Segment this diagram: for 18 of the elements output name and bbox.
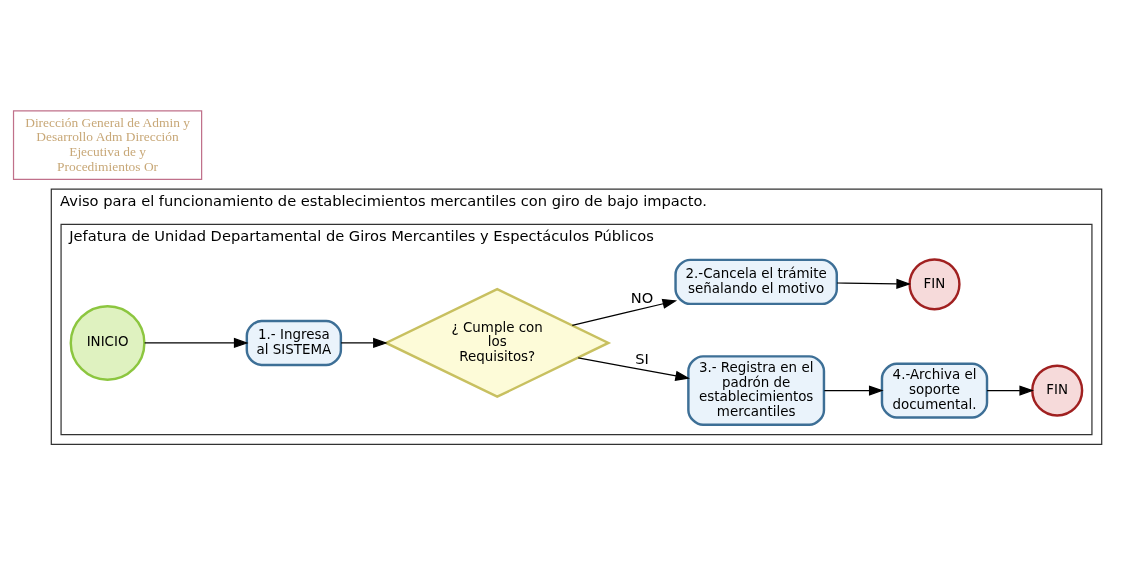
node-diamond: ¿ Cumple con los Requisitos?	[383, 287, 612, 398]
arrow	[823, 384, 884, 396]
arrow	[571, 298, 678, 326]
arrow	[340, 337, 388, 348]
edge-label: SI	[635, 349, 649, 367]
arrow	[986, 384, 1035, 396]
node-box: 3.- Registra en el padrón de establecimientos mercantiles	[687, 354, 826, 426]
arrow	[144, 337, 249, 348]
node-circle: INICIO	[69, 304, 146, 381]
arrow	[577, 356, 690, 381]
arrow	[836, 278, 912, 289]
node-box: 4.-Archiva el soporte documental.	[880, 362, 989, 419]
node-box: Dirección General de Admin y Desarrollo Adm Dirección Ejecutiva de y Procedimientos Or	[12, 109, 203, 180]
edge-label: NO	[630, 288, 654, 306]
node-box: 2.-Cancela el trámite señalando el motivo	[674, 258, 838, 305]
node-circle: FIN	[908, 257, 961, 310]
node-circle: FIN	[1031, 363, 1084, 417]
node-box: 1.- Ingresa al SISTEMA	[245, 319, 343, 366]
